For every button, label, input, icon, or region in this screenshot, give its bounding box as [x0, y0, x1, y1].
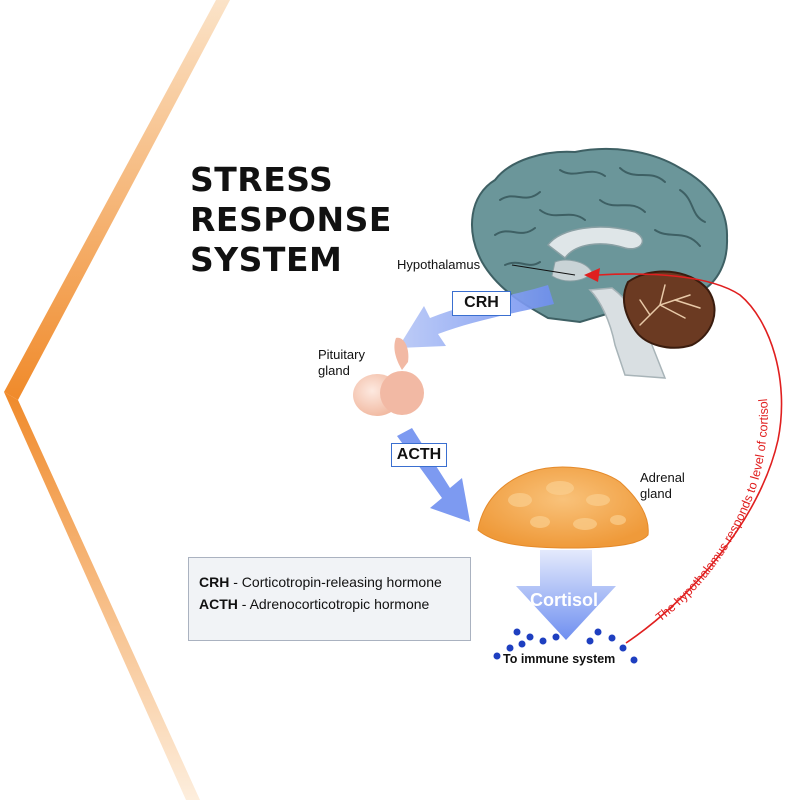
feedback-arrowhead	[584, 268, 600, 282]
legend-definition: Corticotropin-releasing hormone	[241, 574, 442, 590]
feedback-label: The hypothalamus responds to level of co…	[653, 398, 771, 624]
legend-separator: -	[237, 596, 250, 612]
legend-row-acth: ACTH - Adrenocorticotropic hormone	[199, 593, 470, 615]
legend-abbr: ACTH	[199, 596, 238, 612]
decorative-chevron	[4, 0, 230, 800]
crh-tag: CRH	[452, 291, 511, 316]
pituitary-label-line-1: Pituitary	[318, 347, 365, 362]
page-title: STRESS RESPONSE SYSTEM	[190, 160, 392, 280]
brain-icon	[471, 147, 729, 379]
hypothalamus-label: Hypothalamus	[397, 257, 481, 272]
title-line-1: STRESS	[190, 160, 334, 199]
pituitary-gland-label: Pituitary gland	[318, 347, 365, 379]
legend-definition: Adrenocorticotropic hormone	[249, 596, 430, 612]
adrenal-label-line-1: Adrenal	[640, 470, 685, 485]
legend-box: CRH - Corticotropin-releasing hormone AC…	[188, 557, 471, 641]
title-line-2: RESPONSE	[190, 200, 392, 239]
hormone-dots-icon	[493, 628, 638, 664]
cortisol-arrow	[516, 550, 616, 640]
immune-system-label: To immune system	[503, 652, 616, 666]
feedback-arrow	[597, 273, 783, 644]
acth-tag: ACTH	[391, 443, 447, 467]
legend-row-crh: CRH - Corticotropin-releasing hormone	[199, 571, 470, 593]
cortisol-label: Cortisol	[530, 590, 599, 610]
hypothalamus-pointer	[511, 264, 576, 276]
adrenal-gland-icon	[477, 466, 649, 549]
legend-separator: -	[229, 574, 242, 590]
crh-arrow	[398, 285, 554, 348]
legend-abbr: CRH	[199, 574, 230, 590]
pituitary-gland-icon	[353, 337, 424, 416]
adrenal-gland-label: Adrenal gland	[640, 470, 685, 502]
title-line-3: SYSTEM	[190, 240, 343, 279]
adrenal-label-line-2: gland	[640, 486, 672, 501]
pituitary-label-line-2: gland	[318, 363, 350, 378]
